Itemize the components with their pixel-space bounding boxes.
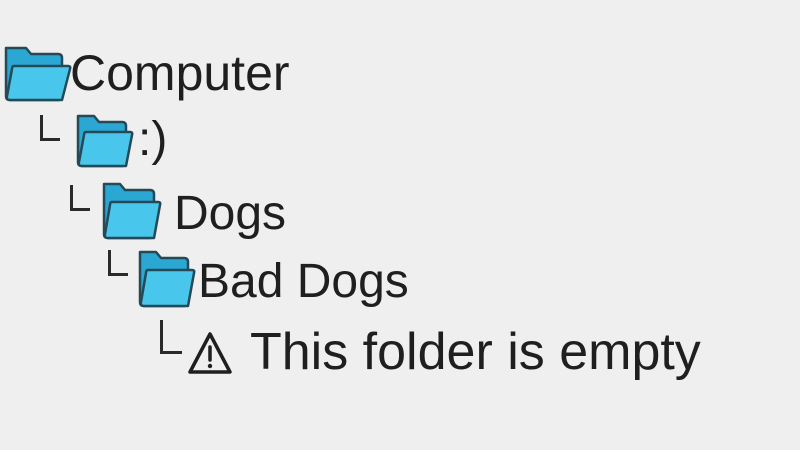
warning-icon — [188, 332, 232, 374]
folder-icon — [4, 46, 72, 102]
empty-message-label: This folder is empty — [250, 323, 701, 381]
folder-icon — [102, 182, 162, 240]
tree-item-label: Dogs — [174, 187, 287, 240]
folder-icon — [138, 250, 196, 308]
tree-branch-connector — [108, 250, 128, 276]
tree-item-label: :) — [138, 113, 168, 166]
folder-icon — [76, 114, 134, 168]
tree-item-label: Computer — [70, 45, 290, 101]
tree-branch-connector — [40, 115, 60, 141]
tree-branch-connector — [70, 185, 90, 211]
tree-branch-connector — [160, 320, 182, 354]
tree-item-label: Bad Dogs — [198, 255, 409, 308]
